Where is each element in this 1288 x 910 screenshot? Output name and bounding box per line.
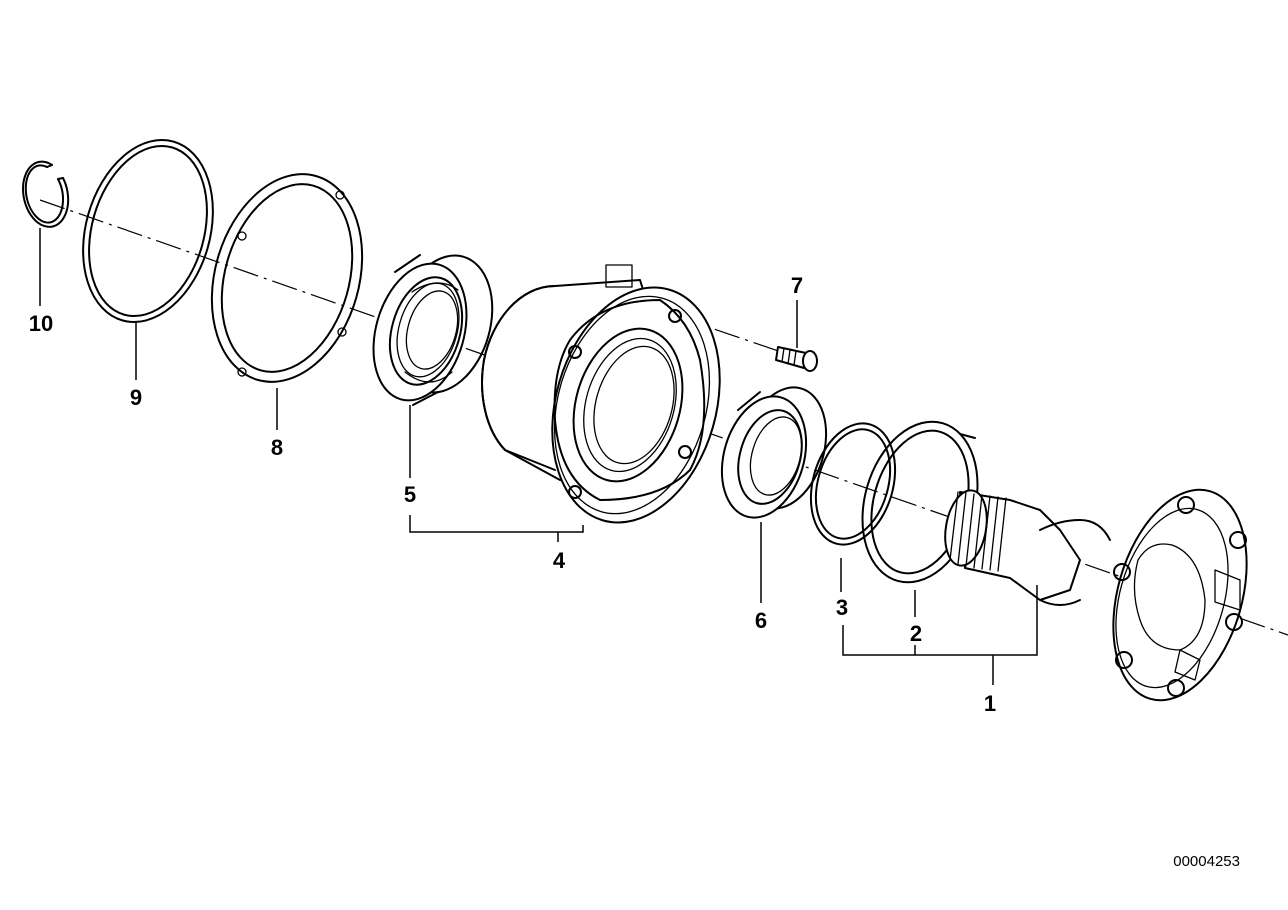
o-ring-part-9 [82,138,214,324]
shaft-seal-part-6 [720,386,828,519]
callout-4: 4 [553,548,566,573]
callout-6: 6 [755,608,767,633]
roller-bearing-part-5 [372,254,494,406]
leader-4-bracket [409,515,584,533]
o-ring-part-3 [809,422,897,546]
gasket-part-8 [210,173,364,383]
callout-2: 2 [910,621,922,646]
callout-5: 5 [404,482,416,507]
callout-7: 7 [791,273,803,298]
output-flange-shaft-part-1 [944,488,1248,702]
callout-1: 1 [984,691,996,716]
circlip-part-10 [22,160,70,228]
bolt-part-7 [775,346,818,372]
callout-10: 10 [29,311,53,336]
callout-9: 9 [130,385,142,410]
callout-3: 3 [836,595,848,620]
diagram-code: 00004253 [1173,853,1240,870]
leader-1-bracket [842,585,1038,656]
bearing-housing-part-4 [481,264,721,524]
callout-8: 8 [271,435,283,460]
